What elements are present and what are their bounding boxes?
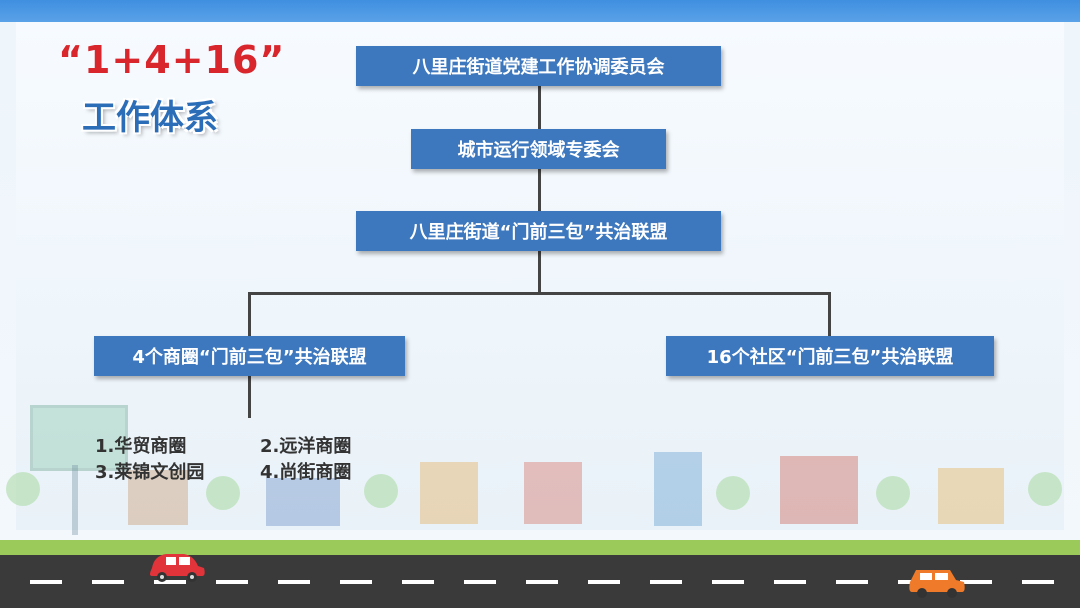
road-dash <box>836 580 868 584</box>
shop-decoration <box>780 456 858 524</box>
road-dash <box>1022 580 1054 584</box>
tower-decoration <box>654 452 702 526</box>
title-formula: “1+4+16” <box>58 38 286 82</box>
business-circle-item: 2.远洋商圈 <box>260 436 352 457</box>
road-dash <box>154 580 186 584</box>
billboard-decoration <box>30 405 128 471</box>
road-dash <box>774 580 806 584</box>
node-special-committee: 城市运行领域专委会 <box>411 129 666 169</box>
shop-decoration <box>938 468 1004 524</box>
road-dash <box>402 580 434 584</box>
shop-decoration <box>128 470 188 525</box>
connector-line <box>538 86 541 130</box>
business-circle-item: 4.尚街商圈 <box>260 462 352 483</box>
node-street-alliance: 八里庄街道“门前三包”共治联盟 <box>356 211 721 251</box>
connector-line <box>248 292 831 295</box>
tree-decoration <box>716 476 750 510</box>
title-subtitle: 工作体系 <box>82 98 218 138</box>
shop-decoration <box>420 462 478 524</box>
red-car-icon <box>150 554 205 582</box>
road-dash <box>650 580 682 584</box>
road-dash <box>30 580 62 584</box>
tree-decoration <box>6 472 40 506</box>
road-dash <box>216 580 248 584</box>
road-dash <box>340 580 372 584</box>
tree-decoration <box>876 476 910 510</box>
road-dash <box>712 580 744 584</box>
road-dash <box>588 580 620 584</box>
connector-line <box>248 374 251 418</box>
node-business-alliance: 4个商圈“门前三包”共治联盟 <box>94 336 405 376</box>
connector-line <box>248 292 251 336</box>
grass-strip <box>0 540 1080 555</box>
road-dash <box>960 580 992 584</box>
tree-decoration <box>206 476 240 510</box>
road-dash <box>92 580 124 584</box>
node-community-alliance: 16个社区“门前三包”共治联盟 <box>666 336 994 376</box>
connector-line <box>828 292 831 336</box>
node-committee: 八里庄街道党建工作协调委员会 <box>356 46 721 86</box>
connector-line <box>538 168 541 212</box>
tree-decoration <box>364 474 398 508</box>
road-dash <box>464 580 496 584</box>
business-circle-item: 1.华贸商圈 <box>95 436 187 457</box>
road-dash <box>278 580 310 584</box>
orange-car-icon <box>909 570 965 598</box>
road-dash <box>526 580 558 584</box>
tree-decoration <box>1028 472 1062 506</box>
connector-line <box>538 250 541 294</box>
shop-decoration <box>266 478 340 526</box>
shop-decoration <box>524 462 582 524</box>
business-circle-item: 3.莱锦文创园 <box>95 462 205 483</box>
billboard-post <box>72 465 78 535</box>
